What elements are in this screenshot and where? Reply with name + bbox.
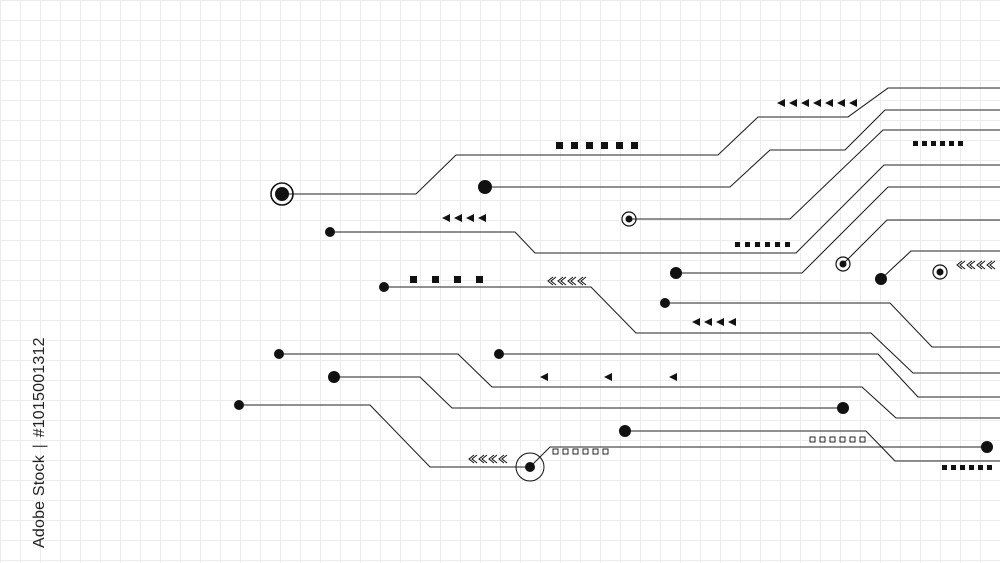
terminal-dot: [325, 227, 335, 237]
terminal-dots: [234, 180, 993, 453]
square-row-right-top: [913, 141, 963, 146]
trace-5: [676, 186, 1000, 274]
trace-1: [282, 87, 1000, 195]
arrow-row-spaced: [540, 373, 677, 381]
trace-14: [625, 430, 1000, 462]
hollow-square-rows: [552, 436, 866, 455]
square-row-middle: [735, 242, 790, 247]
chevron-row-bottom: [468, 454, 508, 464]
trace-8: [384, 286, 1000, 374]
terminal-dot: [619, 425, 631, 437]
chevron-marker-rows: [468, 260, 996, 464]
terminal-dot: [837, 402, 849, 414]
trace-2: [485, 109, 1000, 188]
square-marker-rows: [410, 141, 992, 470]
terminal-dot: [981, 441, 993, 453]
terminal-dot: [379, 282, 389, 292]
chevron-row-right: [956, 260, 996, 270]
terminal-rings: [270, 182, 948, 482]
terminal-dot: [478, 180, 492, 194]
trace-6: [842, 219, 1000, 265]
ring-terminal-icon: [932, 264, 948, 280]
stock-watermark-label: Adobe Stock | #1015001312: [31, 337, 49, 548]
stock-image-id: #1015001312: [31, 337, 48, 438]
trace-9: [665, 302, 1000, 348]
trace-13: [239, 404, 987, 468]
trace-10: [279, 353, 1000, 419]
trace-12: [334, 376, 843, 409]
terminal-dot: [670, 267, 682, 279]
trace-7: [880, 250, 1000, 280]
terminal-dot: [274, 349, 284, 359]
stock-separator: |: [31, 444, 48, 449]
terminal-dot: [234, 400, 244, 410]
arrow-marker-rows: [442, 99, 857, 381]
ring-terminal-icon: [621, 211, 637, 227]
circuit-traces: [239, 87, 1000, 468]
terminal-dot: [328, 371, 340, 383]
arrow-row-top: [777, 99, 857, 107]
ring-terminal-icon: [835, 256, 851, 272]
square-row-left: [410, 276, 483, 283]
terminal-dot: [660, 298, 670, 308]
terminal-dot: [875, 273, 887, 285]
terminal-dot: [494, 349, 504, 359]
hollow-row-right: [809, 436, 866, 443]
square-row-top: [556, 142, 638, 149]
trace-4: [330, 164, 1000, 254]
trace-11: [499, 353, 1000, 398]
stock-brand: Adobe Stock: [31, 455, 48, 548]
square-row-bottom-right: [942, 465, 992, 470]
ring-terminal-icon: [270, 182, 294, 206]
trace-3: [629, 129, 1000, 220]
ring-terminal-icon: [515, 452, 545, 482]
chevron-row-left: [547, 276, 587, 286]
arrow-row-upper-left: [442, 214, 486, 222]
hollow-row-center: [552, 448, 609, 455]
arrow-row-center: [692, 318, 736, 326]
